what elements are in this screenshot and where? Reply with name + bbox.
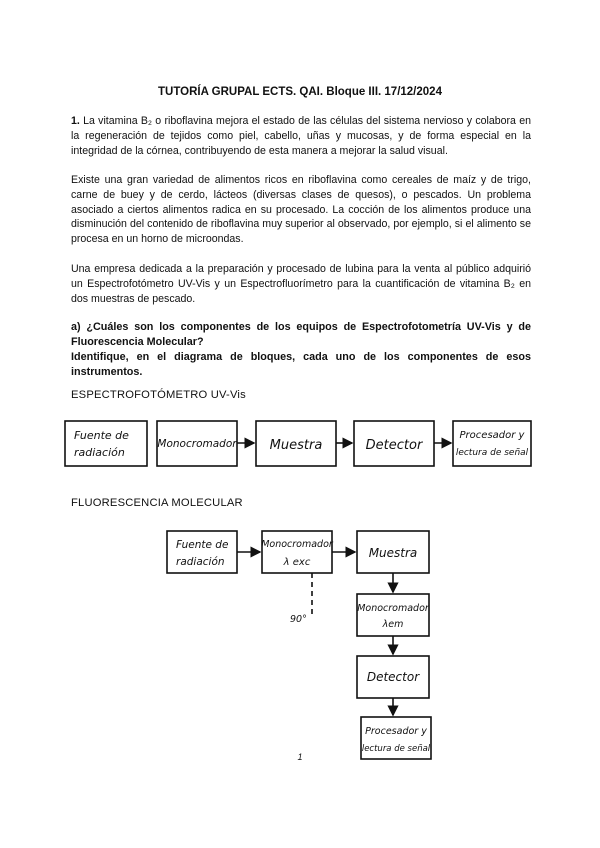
- uvvis-monochromator-label: Monocromador: [157, 438, 237, 450]
- fluor-processor-label-1: Procesador y: [365, 726, 427, 737]
- question-a-instruction: Identifique, en el diagrama de bloques, …: [71, 351, 531, 378]
- fluor-diagram: [166, 530, 432, 760]
- fluor-source-label-2: radiación: [176, 556, 225, 568]
- fluor-monochromator-exc-label-2: λ exc: [283, 557, 311, 568]
- uvvis-sample-label: Muestra: [270, 438, 323, 453]
- paragraph-1: 1. La vitamina B₂ o riboflavina mejora e…: [71, 114, 531, 158]
- fluor-heading: FLUORESCENCIA MOLECULAR: [71, 497, 243, 509]
- document-title: TUTORÍA GRUPAL ECTS. QAI. Bloque III. 17…: [158, 86, 442, 98]
- page-number: 1: [297, 752, 303, 762]
- uvvis-source-label-1: Fuente de: [74, 429, 129, 442]
- uvvis-detector-label: Detector: [366, 438, 424, 453]
- uvvis-source-label-2: radiación: [74, 446, 125, 459]
- fluor-processor-box: [360, 716, 432, 760]
- fluor-source-label-1: Fuente de: [176, 539, 228, 551]
- fluor-monochromator-exc-label-1: Monocromador: [261, 539, 334, 550]
- paragraph-1-text: La vitamina B₂ o riboflavina mejora el e…: [71, 115, 531, 157]
- uvvis-processor-label-1: Procesador y: [460, 430, 526, 441]
- fluor-processor-label-2: lectura de señal: [362, 744, 431, 754]
- uvvis-processor-label-2: lectura de señal: [456, 448, 529, 458]
- fluor-monochromator-em-label-1: Monocromador: [357, 603, 430, 614]
- fluor-detector-label: Detector: [367, 670, 420, 684]
- fluor-angle-label: 90°: [290, 614, 307, 625]
- uvvis-source-box: [64, 420, 148, 467]
- uvvis-processor-box: [452, 420, 532, 467]
- problem-number: 1.: [71, 115, 80, 127]
- question-a: a) ¿Cuáles son los componentes de los eq…: [71, 321, 531, 348]
- uvvis-heading: ESPECTROFOTÓMETRO UV-Vis: [71, 389, 246, 401]
- paragraph-2: Existe una gran variedad de alimentos ri…: [71, 174, 531, 246]
- uvvis-diagram: [64, 420, 532, 467]
- paragraph-3: Una empresa dedicada a la preparación y …: [71, 263, 531, 305]
- fluor-sample-label: Muestra: [369, 546, 418, 560]
- fluor-monochromator-em-label-2: λem: [382, 619, 404, 630]
